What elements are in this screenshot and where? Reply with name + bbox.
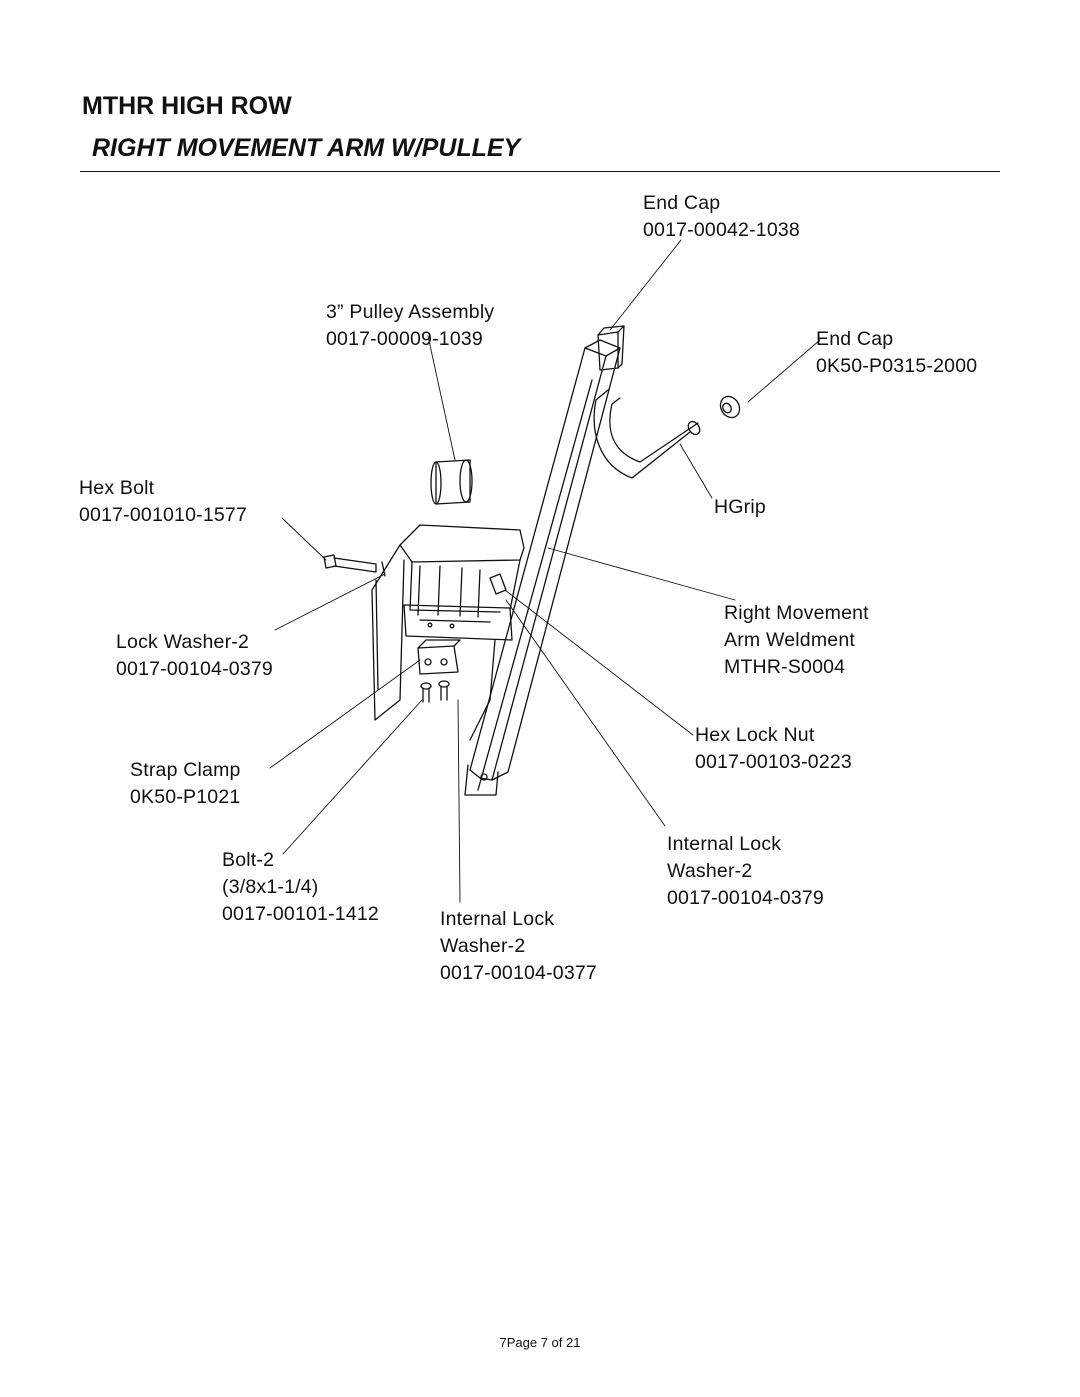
callout-bolt: Bolt-2 (3/8x1-1/4) 0017-00101-1412 [222, 847, 379, 928]
part-number: 0017-00104-0377 [440, 962, 597, 984]
callout-lock-washer: Lock Washer-2 0017-00104-0379 [116, 629, 273, 683]
part-number: MTHR-S0004 [724, 656, 846, 678]
callout-strap-clamp: Strap Clamp 0K50-P1021 [130, 757, 241, 811]
part-number: 0017-00103-0223 [695, 751, 852, 773]
end-cap-top-drawing [597, 325, 625, 371]
part-name: Strap Clamp [130, 759, 241, 781]
part-number: 0017-00101-1412 [222, 903, 379, 925]
part-name: 3” Pulley Assembly [326, 301, 495, 323]
callout-pulley-assembly: 3” Pulley Assembly 0017-00009-1039 [326, 299, 494, 353]
part-name: End Cap [816, 328, 894, 350]
callout-end-cap-top: End Cap 0017-00042-1038 [643, 190, 800, 244]
part-name: Hex Bolt [79, 477, 155, 499]
part-name-line-2: Washer-2 [667, 860, 753, 882]
callout-hex-bolt: Hex Bolt 0017-001010-1577 [79, 475, 247, 529]
callout-hex-lock-nut: Hex Lock Nut 0017-00103-0223 [695, 722, 852, 776]
part-number: 0017-00104-0379 [667, 887, 824, 909]
part-number: 0017-001010-1577 [79, 504, 248, 526]
part-name-line-1: Internal Lock [440, 908, 555, 930]
header-divider [80, 171, 1000, 172]
movement-arm-weldment-drawing [371, 339, 701, 796]
part-size: (3/8x1-1/4) [222, 876, 319, 898]
end-cap-right-drawing [719, 395, 741, 419]
callout-hgrip: HGrip [714, 494, 766, 521]
part-name-line-1: Right Movement [724, 602, 869, 624]
part-number: 0017-00009-1039 [326, 328, 483, 350]
part-number: 0017-00104-0379 [116, 658, 273, 680]
document-title: MTHR HIGH ROW [82, 92, 292, 120]
part-number: 0017-00042-1038 [643, 219, 800, 241]
part-name: Hex Lock Nut [695, 724, 815, 746]
callout-internal-lock-washer-right: Internal Lock Washer-2 0017-00104-0379 [667, 831, 824, 912]
page-number: 7Page 7 of 21 [499, 1335, 581, 1350]
document-subtitle: RIGHT MOVEMENT ARM W/PULLEY [92, 134, 521, 162]
hex-bolt-drawing [323, 554, 386, 577]
leader-lines [269, 239, 821, 903]
callout-end-cap-right: End Cap 0K50-P0315-2000 [816, 326, 977, 380]
part-name-line-1: Internal Lock [667, 833, 782, 855]
part-name: HGrip [714, 496, 766, 518]
callout-arm-weldment: Right Movement Arm Weldment MTHR-S0004 [724, 600, 869, 681]
part-name-line-2: Arm Weldment [724, 629, 855, 651]
callout-internal-lock-washer-bottom: Internal Lock Washer-2 0017-00104-0377 [440, 906, 597, 987]
part-name: Bolt-2 [222, 849, 275, 871]
part-number: 0K50-P0315-2000 [816, 355, 978, 377]
part-name-line-2: Washer-2 [440, 935, 526, 957]
part-name: End Cap [643, 192, 721, 214]
pulley-drawing [430, 459, 473, 505]
part-name: Lock Washer-2 [116, 631, 250, 653]
part-number: 0K50-P1021 [130, 786, 241, 808]
strap-clamp-drawing [417, 639, 461, 703]
